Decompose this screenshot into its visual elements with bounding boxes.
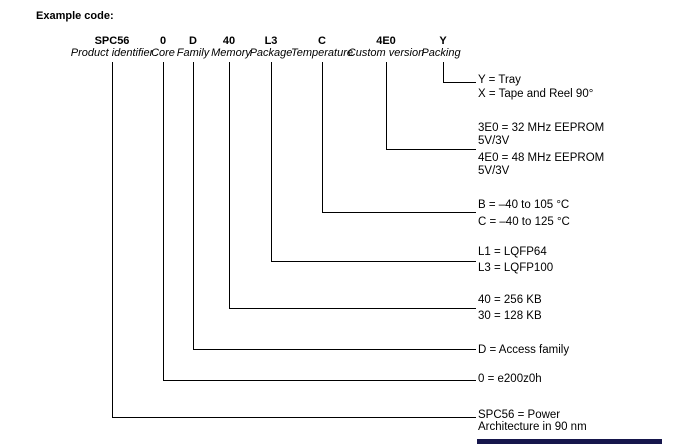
- connector-package: [271, 62, 476, 262]
- label-memory: Memory: [211, 47, 251, 59]
- legend-custom-version-3e0: 3E0 = 32 MHz EEPROM: [478, 122, 605, 134]
- legend-memory-30: 30 = 128 KB: [478, 310, 542, 322]
- label-core: Core: [151, 47, 175, 59]
- code-core: 0: [159, 35, 167, 47]
- code-memory: 40: [222, 35, 236, 47]
- legend-temperature-c: C = –40 to 125 °C: [478, 216, 570, 228]
- label-family: Family: [176, 47, 210, 59]
- connector-temperature: [322, 62, 476, 213]
- legend-custom-version-4e0: 4E0 = 48 MHz EEPROM: [478, 152, 605, 164]
- example-code-heading: Example code:: [36, 10, 114, 22]
- legend-custom-version-4e0-voltage: 5V/3V: [478, 165, 510, 177]
- legend-family-d: D = Access family: [478, 344, 570, 356]
- connector-product-identifier: [112, 62, 476, 418]
- label-packing: Packing: [421, 47, 461, 59]
- legend-package-l3: L3 = LQFP100: [478, 262, 554, 274]
- legend-packing-x: X = Tape and Reel 90°: [478, 88, 594, 100]
- code-custom-version: 4E0: [376, 35, 396, 47]
- label-product-identifier: Product identifier: [70, 47, 154, 59]
- legend-product-spc56-line1: SPC56 = Power: [478, 409, 561, 421]
- legend-packing-y: Y = Tray: [478, 74, 521, 86]
- legend-custom-version-3e0-voltage: 5V/3V: [478, 135, 510, 147]
- connector-family: [193, 62, 476, 350]
- legend-package-l1: L1 = LQFP64: [478, 246, 547, 258]
- code-temperature: C: [318, 35, 326, 47]
- legend-product-spc56-line2: Architecture in 90 nm: [478, 421, 587, 433]
- code-package: L3: [264, 35, 278, 47]
- label-custom-version: Custom version: [347, 47, 425, 59]
- code-family: D: [189, 35, 197, 47]
- cropped-table-header-edge: [477, 439, 662, 444]
- legend-temperature-b: B = –40 to 105 °C: [478, 199, 570, 211]
- label-package: Package: [249, 47, 293, 59]
- label-temperature: Temperature: [291, 47, 353, 59]
- code-packing: Y: [439, 35, 447, 47]
- connector-core: [163, 62, 476, 381]
- connector-custom-version: [386, 62, 476, 150]
- connector-packing: [443, 62, 476, 83]
- legend-memory-40: 40 = 256 KB: [478, 294, 542, 306]
- connector-memory: [229, 62, 476, 309]
- legend-core-0: 0 = e200z0h: [478, 373, 542, 385]
- code-product-identifier: SPC56: [94, 35, 130, 47]
